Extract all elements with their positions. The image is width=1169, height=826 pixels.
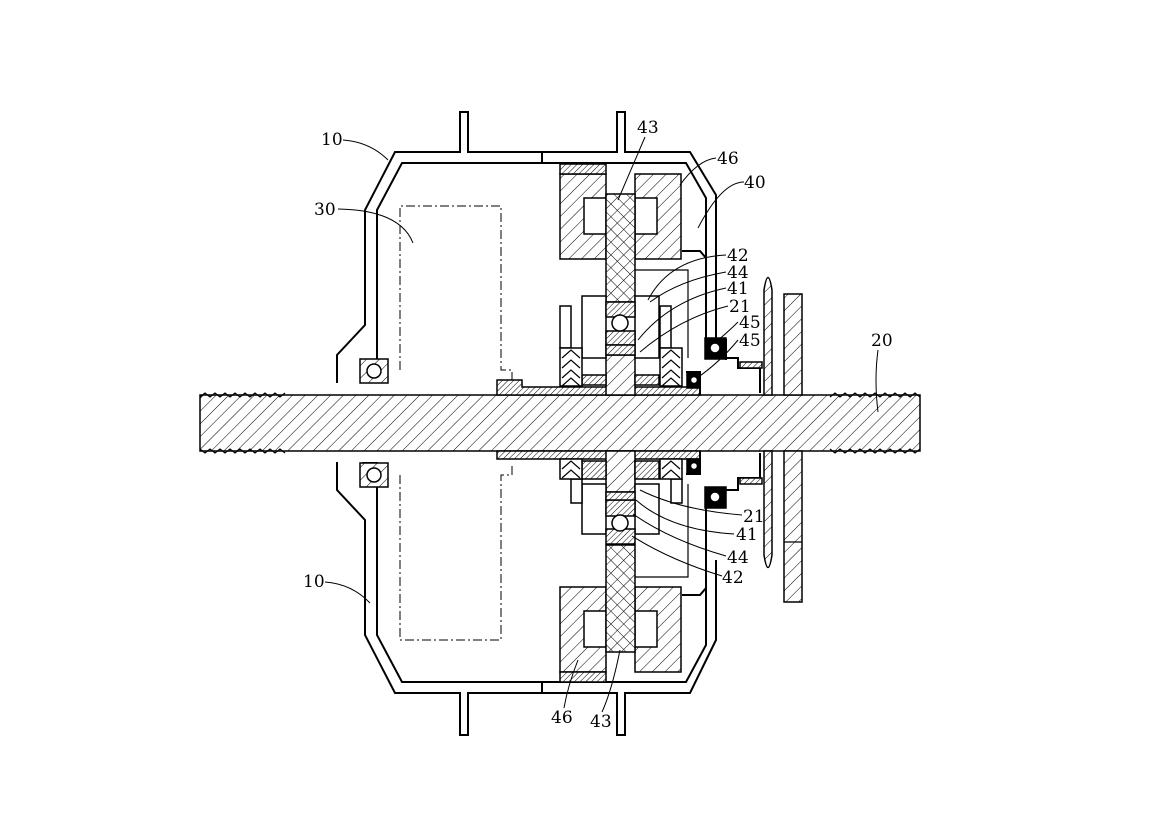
label-43-bottom: 43 <box>590 712 612 732</box>
label-45-b: 45 <box>739 331 761 351</box>
label-43-top: 43 <box>637 118 659 138</box>
label-46-bottom: 46 <box>551 708 573 728</box>
left-bearing-bottom <box>360 463 388 487</box>
label-41-top: 41 <box>727 279 749 299</box>
label-10-bottom: 10 <box>303 572 325 592</box>
label-45-a: 45 <box>739 313 761 333</box>
label-40: 40 <box>744 173 766 193</box>
axle <box>200 393 920 453</box>
label-46-top: 46 <box>717 149 739 169</box>
label-42-bottom: 42 <box>722 568 744 588</box>
label-20: 20 <box>871 331 893 351</box>
label-30: 30 <box>314 200 336 220</box>
label-41-bottom: 41 <box>736 525 758 545</box>
label-10-top: 10 <box>321 130 343 150</box>
left-bearing-top <box>360 359 388 383</box>
label-21-bottom: 21 <box>743 507 765 527</box>
label-44-bottom: 44 <box>727 548 749 568</box>
